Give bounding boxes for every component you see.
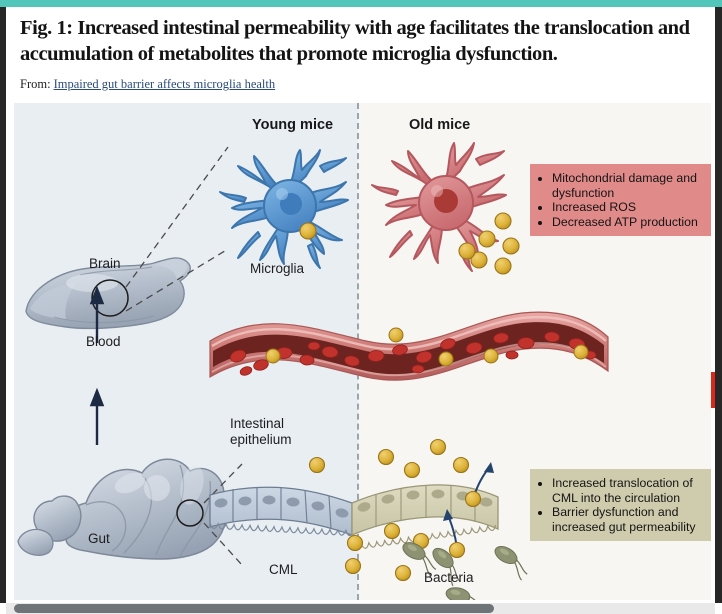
callout-red-item: Increased ROS	[552, 200, 702, 215]
bacteria-group	[402, 542, 528, 600]
red-blood-cells	[229, 331, 597, 376]
cml-in-vessel	[265, 327, 589, 367]
bacterium	[494, 545, 528, 581]
callout-gut-barrier-dysfunction: Increased translocation of CML into the …	[530, 469, 711, 542]
top-accent-bar	[0, 0, 722, 7]
callout-old-microglia-dysfunction: Mitochondrial damage and dysfunction Inc…	[530, 164, 711, 237]
figure-canvas: Young mice Old mice	[14, 103, 711, 600]
callout-red-item: Decreased ATP production	[552, 215, 702, 230]
bacterium	[402, 542, 437, 576]
gut-callout-circle	[176, 499, 204, 527]
callout-olive-item: Increased translocation of CML into the …	[552, 476, 702, 505]
label-brain: Brain	[89, 256, 121, 271]
microglia-young	[219, 149, 349, 269]
figure-artwork	[17, 142, 609, 600]
bacterium	[432, 547, 461, 587]
upward-flow-arrows	[89, 285, 105, 445]
label-bacteria: Bacteria	[424, 570, 474, 585]
brain-callout-circle	[91, 279, 129, 317]
label-blood: Blood	[86, 334, 121, 349]
cml-free-young	[308, 456, 364, 552]
page-title: Fig. 1: Increased intestinal permeabilit…	[20, 17, 690, 65]
cml-cluster-old-microglia	[458, 212, 520, 275]
source-article-link[interactable]: Impaired gut barrier affects microglia h…	[53, 77, 276, 91]
label-intestinal-epithelium: Intestinal epithelium	[230, 416, 330, 448]
bacterium	[445, 587, 485, 600]
label-cml: CML	[269, 562, 298, 577]
callout-olive-list: Increased translocation of CML into the …	[538, 476, 702, 534]
epithelium-young	[209, 486, 355, 537]
panel-label-young: Young mice	[252, 117, 334, 133]
right-edge-rail	[715, 7, 722, 603]
blood-vessel	[209, 311, 609, 381]
cml-particle	[299, 222, 317, 240]
callout-red-item: Mitochondrial damage and dysfunction	[552, 171, 702, 200]
label-intestinal-epithelium-line1: Intestinal	[230, 416, 285, 431]
figure-header: Fig. 1: Increased intestinal permeabilit…	[6, 7, 715, 99]
brain-illustration	[25, 257, 191, 330]
panel-label-old: Old mice	[409, 117, 471, 133]
callout-olive-item: Barrier dysfunction and increased gut pe…	[552, 505, 702, 534]
gut-illustration	[17, 458, 228, 560]
translocation-arrowheads	[443, 462, 494, 521]
microglia-old	[371, 142, 507, 272]
label-microglia: Microglia	[250, 261, 305, 276]
left-edge-rail	[0, 7, 6, 603]
callout-red-list: Mitochondrial damage and dysfunction Inc…	[538, 171, 702, 229]
horizontal-scrollbar-thumb[interactable]	[14, 604, 494, 613]
from-label: From:	[20, 77, 51, 91]
brain-zoom-leader-lines	[125, 146, 229, 312]
source-attribution: From:Impaired gut barrier affects microg…	[20, 77, 275, 92]
brush-border-young	[209, 522, 355, 537]
label-intestinal-epithelium-line2: epithelium	[230, 432, 292, 447]
horizontal-scrollbar-track[interactable]	[6, 603, 715, 614]
gut-zoom-leader-lines	[203, 463, 243, 566]
label-gut: Gut	[88, 531, 110, 546]
right-red-marker[interactable]	[708, 372, 715, 408]
cml-free-old	[344, 438, 482, 582]
